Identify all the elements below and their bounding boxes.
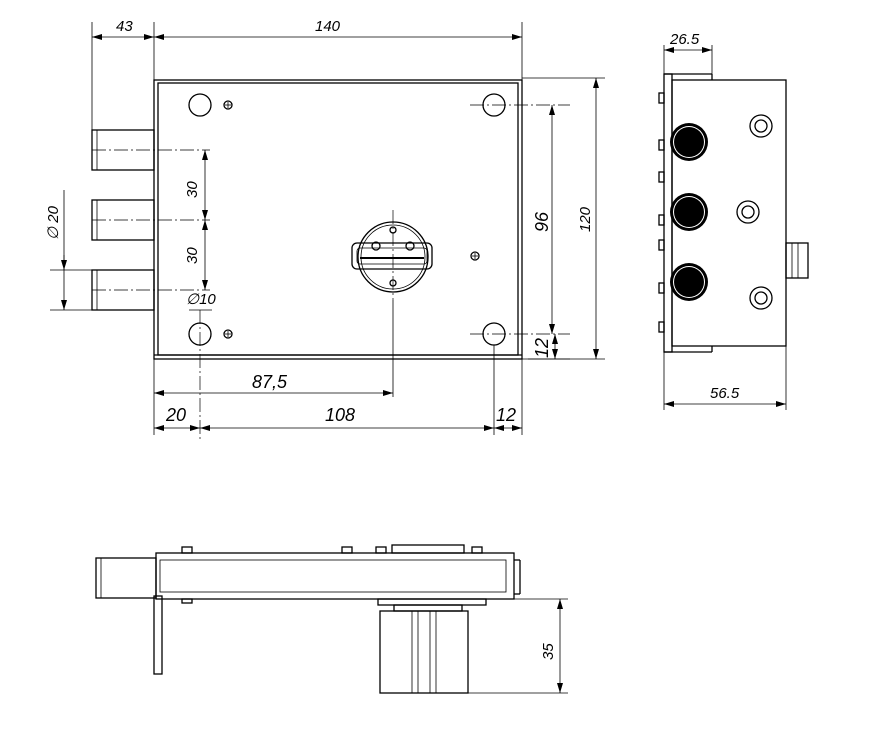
dim-12-vertical: 12 <box>532 338 552 358</box>
dim-20: 20 <box>165 405 186 425</box>
dim-12-horizontal: 12 <box>496 405 516 425</box>
dim-30-top: 30 <box>184 181 201 198</box>
top-bolt <box>95 557 157 599</box>
mounting-holes <box>188 93 570 346</box>
lock-body-inner <box>157 82 519 356</box>
keyhole-cylinder <box>351 210 433 300</box>
dim-56-5: 56.5 <box>710 385 740 402</box>
dim-108: 108 <box>325 405 355 425</box>
top-cylinder <box>379 610 469 694</box>
dim-43: 43 <box>116 18 133 35</box>
dim-120: 120 <box>577 206 594 232</box>
dim-30-bottom: 30 <box>184 247 201 264</box>
dim-dia-10: ∅10 <box>186 291 216 308</box>
top-view: 35 <box>95 544 568 694</box>
dim-140: 140 <box>315 18 341 35</box>
side-view: 26.5 56.5 <box>658 31 809 410</box>
bolts <box>91 129 210 311</box>
dim-87-5: 87,5 <box>252 372 288 392</box>
dim-96: 96 <box>532 211 552 232</box>
screws <box>223 100 480 339</box>
top-body <box>155 552 515 600</box>
dim-dia-20: ∅ 20 <box>45 205 62 240</box>
side-spindle <box>785 242 809 279</box>
hole-top-left <box>188 93 212 117</box>
front-view: 43 140 30 30 ∅ 20 ∅10 96 120 12 <box>45 18 605 440</box>
dim-26-5: 26.5 <box>669 31 700 48</box>
dim-35: 35 <box>540 643 557 660</box>
lock-body-outline <box>153 79 523 360</box>
top-faceplate <box>153 595 163 675</box>
